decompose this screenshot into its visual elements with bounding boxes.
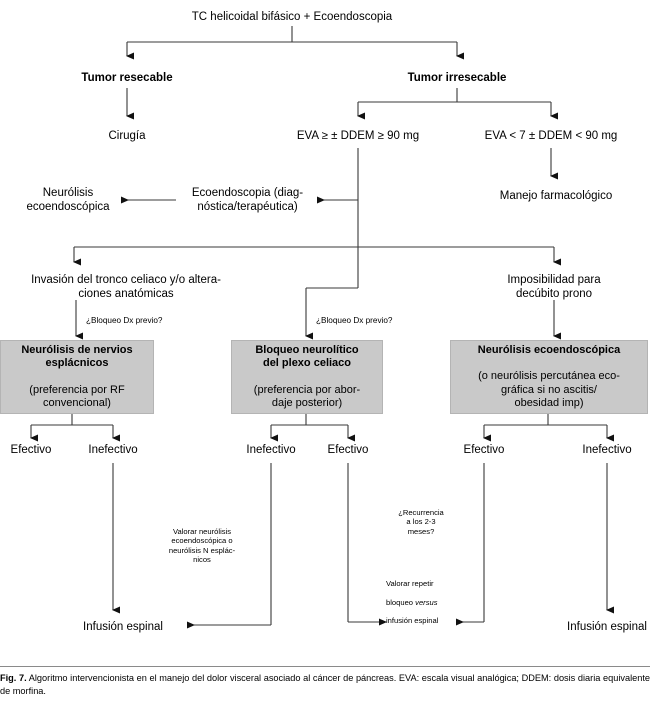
- node-invasion-tronco-celiaco: Invasión del tronco celiaco y/o altera- …: [31, 274, 221, 301]
- label-box3-efectivo: Efectivo: [463, 444, 505, 456]
- node-tumor-irresecable: Tumor irresecable: [407, 72, 507, 84]
- label-bloqueo-dx-previo-2: ¿Bloqueo Dx previo?: [316, 316, 393, 325]
- node-cirugia: Cirugía: [108, 130, 146, 142]
- label-bloqueo-dx-previo-1: ¿Bloqueo Dx previo?: [86, 316, 163, 325]
- box-neurolisis-nervios-esplacnicos[interactable]: Neurólisis de nervios esplácnicos (prefe…: [0, 340, 154, 414]
- valorar-repetir-line2a: bloqueo: [386, 597, 416, 607]
- node-manejo-farmacologico: Manejo farmacológico: [499, 190, 613, 202]
- valorar-repetir-line1: Valorar repetir: [386, 579, 434, 589]
- node-root: TC helicoidal bifásico + Ecoendoscopia: [191, 11, 393, 23]
- node-neurolisis-ecoendoscopica: Neurólisis ecoendoscópica: [26, 187, 110, 214]
- valorar-repetir-line2: bloqueo versus: [386, 598, 458, 607]
- box-2-subtitle: (preferencia por abor- daje posterior): [253, 383, 361, 409]
- figure-caption: Fig. 7. Algoritmo intervencionista en el…: [0, 672, 650, 698]
- annotation-recurrencia: ¿Recurrencia a los 2-3 meses?: [398, 508, 444, 536]
- node-imposibilidad-decubito: Imposibilidad para decúbito prono: [507, 274, 601, 301]
- box-1-subtitle: (preferencia por RF convencional): [29, 383, 125, 409]
- node-ecoendoscopia: Ecoendoscopia (diag- nóstica/terapéutica…: [191, 187, 304, 214]
- box-1-title: Neurólisis de nervios esplácnicos: [21, 344, 133, 370]
- annotation-valorar-repetir: Valorar repetir bloqueo versus infusión …: [386, 570, 458, 635]
- label-box1-efectivo: Efectivo: [10, 444, 52, 456]
- valorar-repetir-versus: versus: [415, 597, 438, 607]
- box-3-subtitle: (o neurólisis percutánea eco- gráfica si…: [478, 370, 620, 409]
- label-box2-efectivo: Efectivo: [327, 444, 369, 456]
- label-box3-inefectivo: Inefectivo: [582, 444, 632, 456]
- valorar-repetir-line3: infusión espinal: [386, 616, 439, 626]
- box-neurolisis-ecoendoscopica[interactable]: Neurólisis ecoendoscópica (o neurólisis …: [450, 340, 648, 414]
- node-infusion-espinal-left: Infusión espinal: [83, 621, 163, 633]
- label-box2-inefectivo: Inefectivo: [246, 444, 296, 456]
- figure-label: Fig. 7.: [0, 673, 27, 683]
- annotation-valorar-neurolisis: Valorar neurólisis ecoendoscópica o neur…: [168, 527, 236, 564]
- label-box1-inefectivo: Inefectivo: [88, 444, 138, 456]
- node-tumor-resecable: Tumor resecable: [81, 72, 173, 84]
- box-2-title: Bloqueo neurolítico del plexo celiaco: [255, 344, 359, 370]
- caption-divider: [0, 666, 650, 667]
- box-3-title: Neurólisis ecoendoscópica: [477, 344, 621, 357]
- node-eva-low: EVA < 7 ± DDEM < 90 mg: [484, 130, 618, 142]
- node-eva-high: EVA ≥ ± DDEM ≥ 90 mg: [296, 130, 420, 142]
- figure-caption-text: Algoritmo intervencionista en el manejo …: [0, 673, 650, 697]
- box-bloqueo-neurolitico-plexo-celiaco[interactable]: Bloqueo neurolítico del plexo celiaco (p…: [231, 340, 383, 414]
- node-infusion-espinal-right: Infusión espinal: [567, 621, 647, 633]
